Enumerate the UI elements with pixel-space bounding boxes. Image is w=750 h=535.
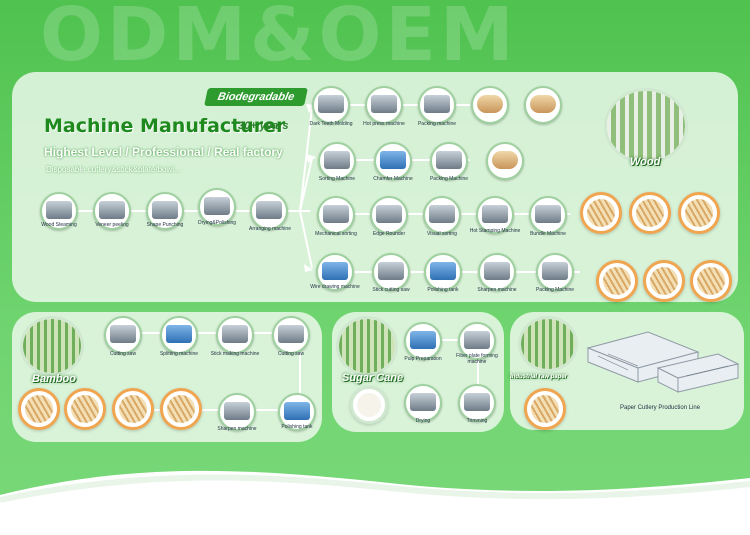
coffee-stirrer-node xyxy=(486,142,524,180)
hot-press-label: Hot press machine xyxy=(363,121,405,127)
bundle-machine-node xyxy=(529,196,567,234)
shape-punching-node xyxy=(146,192,184,230)
polishing-tank-bamboo-label: Polishing tank xyxy=(281,424,313,430)
packing-machine-3-label: Packing Machine xyxy=(535,287,575,293)
wooden-plate-node xyxy=(524,86,562,124)
sharpen-machine-bamboo-label: Sharpen machine xyxy=(217,426,257,432)
fiber-plate-forming-node xyxy=(458,322,496,360)
packing-machine-1-node xyxy=(418,86,456,124)
paper-source-icon xyxy=(518,316,578,372)
stick-cutting-saw-node xyxy=(372,253,410,291)
fiber-plate-forming-label: Fiber plate forming machine xyxy=(456,353,498,365)
splitting-machine-node xyxy=(160,316,198,354)
dark-teeth-molding-label: Dark Teeth Molding xyxy=(309,121,353,127)
packing-machine-3-node xyxy=(536,253,574,291)
mechanical-sorting-node xyxy=(317,196,355,234)
paper-line-label: Paper Cutlery Production Line xyxy=(620,405,701,411)
cutting-saw-2-node xyxy=(272,316,310,354)
toothpick-jar-product xyxy=(596,260,638,302)
veneer-peeling-node xyxy=(93,192,131,230)
skewer-product xyxy=(580,192,622,234)
pulp-preparation-node xyxy=(404,322,442,360)
mechanical-sorting-label: Mechanical sorting xyxy=(315,231,357,237)
bamboo-swab-product xyxy=(64,388,106,430)
wire-drawing-node xyxy=(316,253,354,291)
wooden-cutlery-node xyxy=(471,86,509,124)
page-title: Machine Manufacturer xyxy=(44,115,286,137)
sharpen-machine-node xyxy=(478,253,516,291)
drying-node xyxy=(404,384,442,422)
bamboo-skewer-product xyxy=(112,388,154,430)
wire-drawing-label: Wire drawing machine xyxy=(310,284,360,290)
bottom-wave xyxy=(0,470,750,535)
tongue-depressor-product xyxy=(629,192,671,234)
cotton-swab-product xyxy=(643,260,685,302)
sharpen-machine-label: Sharpen machine xyxy=(477,287,517,293)
veneer-peeling-label: Veneer peeling xyxy=(95,222,129,228)
wood-label: Wood xyxy=(630,156,661,168)
hot-stamping-label: Hot Stamping Machine xyxy=(469,228,521,234)
polishing-tank-label: Polishing tank xyxy=(427,287,459,293)
packing-machine-1-label: Packing machine xyxy=(417,121,457,127)
arranging-machine-node xyxy=(250,192,288,230)
stick-making-label: Stick making machine xyxy=(210,351,260,357)
bamboo-label: Bamboo xyxy=(32,373,76,385)
drying-label: Drying xyxy=(415,418,431,424)
bbq-skewer-product xyxy=(690,260,732,302)
packing-machine-2-label: Packing Machine xyxy=(429,176,469,182)
trimming-label: Trimming xyxy=(466,418,488,424)
cutting-saw-label: Cutting saw xyxy=(109,351,137,357)
odm-oem-watermark: ODM&OEM xyxy=(40,0,518,78)
arranging-machine-label: Arranging machine xyxy=(249,226,291,232)
bamboo-sticks-product xyxy=(160,388,202,430)
industrial-raw-paper-label: Industrial raw paper xyxy=(510,374,568,380)
paper-cutlery-line-illustration xyxy=(586,331,740,393)
packing-machine-2-node xyxy=(430,142,468,180)
visual-sorting-node xyxy=(423,196,461,234)
visual-sorting-label: Visual sorting xyxy=(427,231,457,237)
shape-punching-label: Shape Punching xyxy=(146,222,184,228)
edge-rounder-label: Edge Rounder xyxy=(372,231,406,237)
trimming-node xyxy=(458,384,496,422)
stick-making-node xyxy=(216,316,254,354)
sugar-cane-label: Sugar Cane xyxy=(342,372,404,384)
cutting-saw-2-label: Cutting saw xyxy=(277,351,305,357)
polishing-tank-bamboo-node xyxy=(278,393,316,431)
chamfer-machine-node xyxy=(374,142,412,180)
wood-forest-icon xyxy=(604,88,688,164)
sorting-machine-node xyxy=(318,142,356,180)
wood-steaming-node xyxy=(40,192,78,230)
sorting-machine-label: Sorting Machine xyxy=(318,176,356,182)
bamboo-cutlery-product xyxy=(18,388,60,430)
drying-polishing-label: Drying&Polishing xyxy=(197,220,237,226)
splitting-machine-label: Splitting machine xyxy=(159,351,199,357)
bagasse-plate-product xyxy=(350,386,388,424)
bamboo-icon xyxy=(20,316,84,376)
wood-steaming-label: Wood Steaming xyxy=(41,222,77,228)
toothpick-product xyxy=(678,192,720,234)
pulp-preparation-label: Pulp Preparation xyxy=(404,356,442,362)
years-tag: 30+ years xyxy=(238,120,289,132)
cutting-saw-node xyxy=(104,316,142,354)
hot-press-node xyxy=(365,86,403,124)
bundle-machine-label: Bundle Machine xyxy=(530,231,566,237)
polishing-tank-node xyxy=(424,253,462,291)
tagline: Highest Level / Professional / Real fact… xyxy=(44,145,283,159)
product-line: Disposable cutlery&stick&plate/bowl... xyxy=(46,165,181,174)
edge-rounder-node xyxy=(370,196,408,234)
sugar-cane-icon xyxy=(336,316,398,376)
sharpen-machine-bamboo-node xyxy=(218,393,256,431)
hot-stamping-node xyxy=(476,196,514,234)
drying-polishing-node xyxy=(198,188,236,226)
stick-cutting-saw-label: Stick cutting saw xyxy=(372,287,410,293)
paper-cutlery-product xyxy=(524,388,566,430)
dark-teeth-molding-node xyxy=(312,86,350,124)
chamfer-machine-label: Chamfer Machine xyxy=(373,176,413,182)
